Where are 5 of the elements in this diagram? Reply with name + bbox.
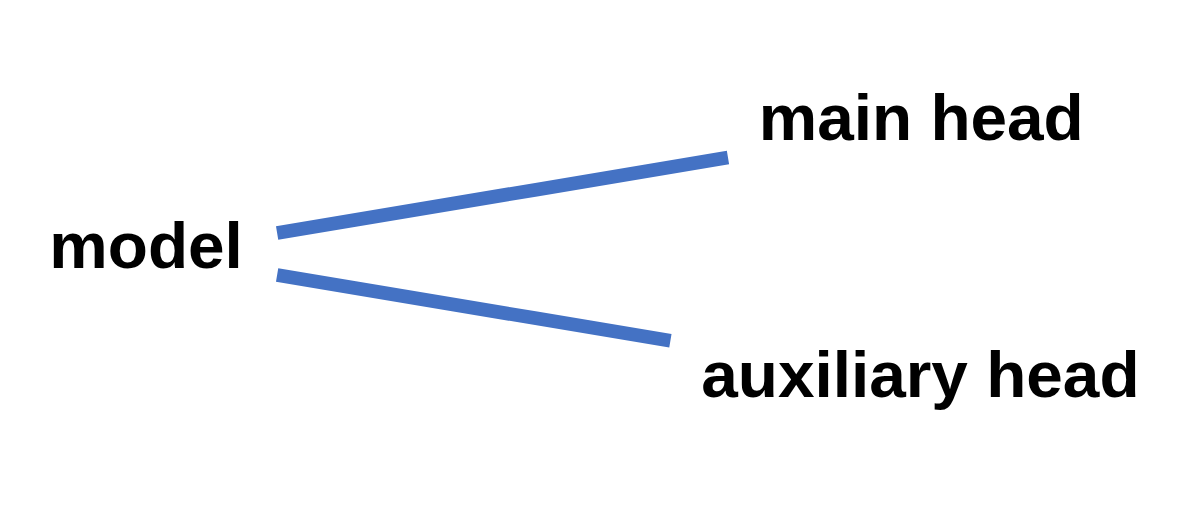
node-text: auxiliary head [701,336,1140,411]
node-text: model [49,207,243,282]
connector [276,267,672,348]
connector [276,150,730,240]
node-text: main head [758,79,1084,153]
